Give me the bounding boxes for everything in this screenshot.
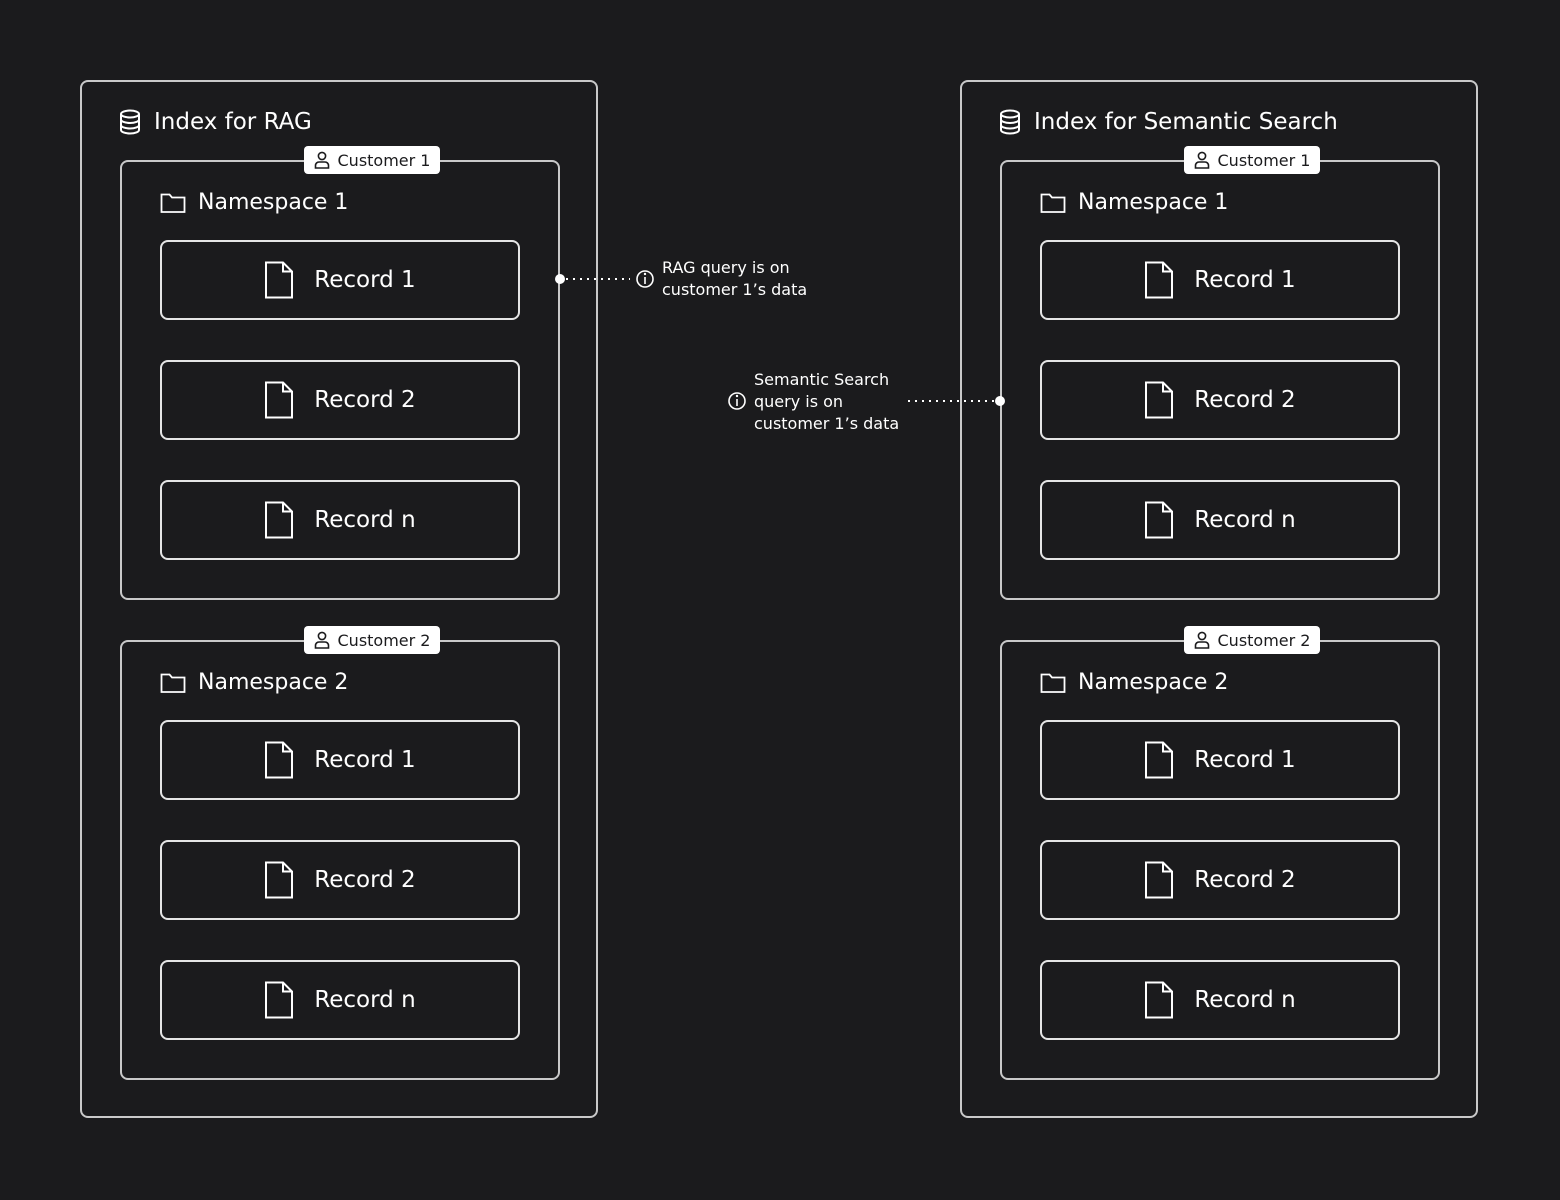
document-icon	[1144, 861, 1174, 899]
namespace-2: Customer 2 Namespace 2 Record 1	[1000, 626, 1440, 1080]
record-card[interactable]: Record 1	[160, 720, 520, 800]
namespace-title-text: Namespace 1	[1078, 190, 1229, 215]
document-icon	[1144, 261, 1174, 299]
namespace-1: Customer 1 Namespace 1 Record 1	[120, 146, 560, 600]
record-label: Record n	[1194, 987, 1296, 1013]
record-card[interactable]: Record 2	[160, 360, 520, 440]
document-icon	[1144, 381, 1174, 419]
info-icon	[728, 392, 746, 410]
document-icon	[264, 501, 294, 539]
customer-label: Customer 2	[1217, 630, 1311, 650]
database-icon	[118, 109, 142, 135]
record-label: Record 2	[1194, 867, 1296, 893]
customer-badge: Customer 2	[304, 626, 440, 654]
document-icon	[264, 741, 294, 779]
folder-icon	[1040, 672, 1066, 694]
record-card[interactable]: Record 2	[1040, 840, 1400, 920]
customer-badge: Customer 1	[1184, 146, 1320, 174]
note-line: RAG query is on	[662, 258, 790, 277]
record-label: Record 2	[314, 867, 416, 893]
record-label: Record n	[314, 507, 416, 533]
namespace-title: Namespace 2	[160, 668, 348, 698]
database-icon	[998, 109, 1022, 135]
index-title: Index for Semantic Search	[998, 106, 1338, 138]
record-label: Record 1	[1194, 267, 1296, 293]
record-card[interactable]: Record n	[1040, 960, 1400, 1040]
index-semantic-search: Index for Semantic Search Customer 1 Nam…	[960, 80, 1478, 1118]
namespace-1: Customer 1 Namespace 1 Record 1	[1000, 146, 1440, 600]
index-rag: Index for RAG Customer 1 Namespace 1	[80, 80, 598, 1118]
namespace-title: Namespace 1	[1040, 188, 1228, 218]
document-icon	[264, 381, 294, 419]
customer-badge: Customer 2	[1184, 626, 1320, 654]
document-icon	[1144, 981, 1174, 1019]
user-icon	[1194, 151, 1210, 169]
customer-label: Customer 2	[337, 630, 431, 650]
note-line: customer 1’s data	[754, 414, 900, 433]
document-icon	[264, 861, 294, 899]
record-label: Record n	[1194, 507, 1296, 533]
folder-icon	[160, 192, 186, 214]
note-line: customer 1’s data	[662, 280, 808, 299]
namespace-title: Namespace 1	[160, 188, 348, 218]
namespace-title-text: Namespace 1	[198, 190, 349, 215]
customer-label: Customer 1	[337, 150, 431, 170]
record-card[interactable]: Record 1	[160, 240, 520, 320]
record-label: Record n	[314, 987, 416, 1013]
folder-icon	[1040, 192, 1066, 214]
record-card[interactable]: Record 2	[1040, 360, 1400, 440]
customer-label: Customer 1	[1217, 150, 1311, 170]
record-card[interactable]: Record n	[160, 480, 520, 560]
record-card[interactable]: Record 2	[160, 840, 520, 920]
document-icon	[264, 261, 294, 299]
namespace-2: Customer 2 Namespace 2 Record 1	[120, 626, 560, 1080]
info-icon	[636, 270, 654, 288]
note-line: query is on	[754, 392, 844, 411]
user-icon	[314, 631, 330, 649]
user-icon	[314, 151, 330, 169]
record-card[interactable]: Record 1	[1040, 240, 1400, 320]
document-icon	[264, 981, 294, 1019]
document-icon	[1144, 741, 1174, 779]
record-label: Record 2	[314, 387, 416, 413]
rag-query-note: RAG query is on customer 1’s data	[662, 257, 807, 301]
record-card[interactable]: Record n	[160, 960, 520, 1040]
record-label: Record 1	[314, 267, 416, 293]
record-card[interactable]: Record n	[1040, 480, 1400, 560]
index-title-text: Index for RAG	[154, 109, 312, 135]
record-label: Record 1	[1194, 747, 1296, 773]
document-icon	[1144, 501, 1174, 539]
customer-badge: Customer 1	[304, 146, 440, 174]
index-title: Index for RAG	[118, 106, 312, 138]
index-title-text: Index for Semantic Search	[1034, 109, 1338, 135]
folder-icon	[160, 672, 186, 694]
record-card[interactable]: Record 1	[1040, 720, 1400, 800]
record-label: Record 2	[1194, 387, 1296, 413]
namespace-title-text: Namespace 2	[198, 670, 349, 695]
record-label: Record 1	[314, 747, 416, 773]
note-line: Semantic Search	[754, 370, 890, 389]
user-icon	[1194, 631, 1210, 649]
namespace-title-text: Namespace 2	[1078, 670, 1229, 695]
semantic-query-note: Semantic Search query is on customer 1’s…	[754, 369, 899, 435]
namespace-title: Namespace 2	[1040, 668, 1228, 698]
